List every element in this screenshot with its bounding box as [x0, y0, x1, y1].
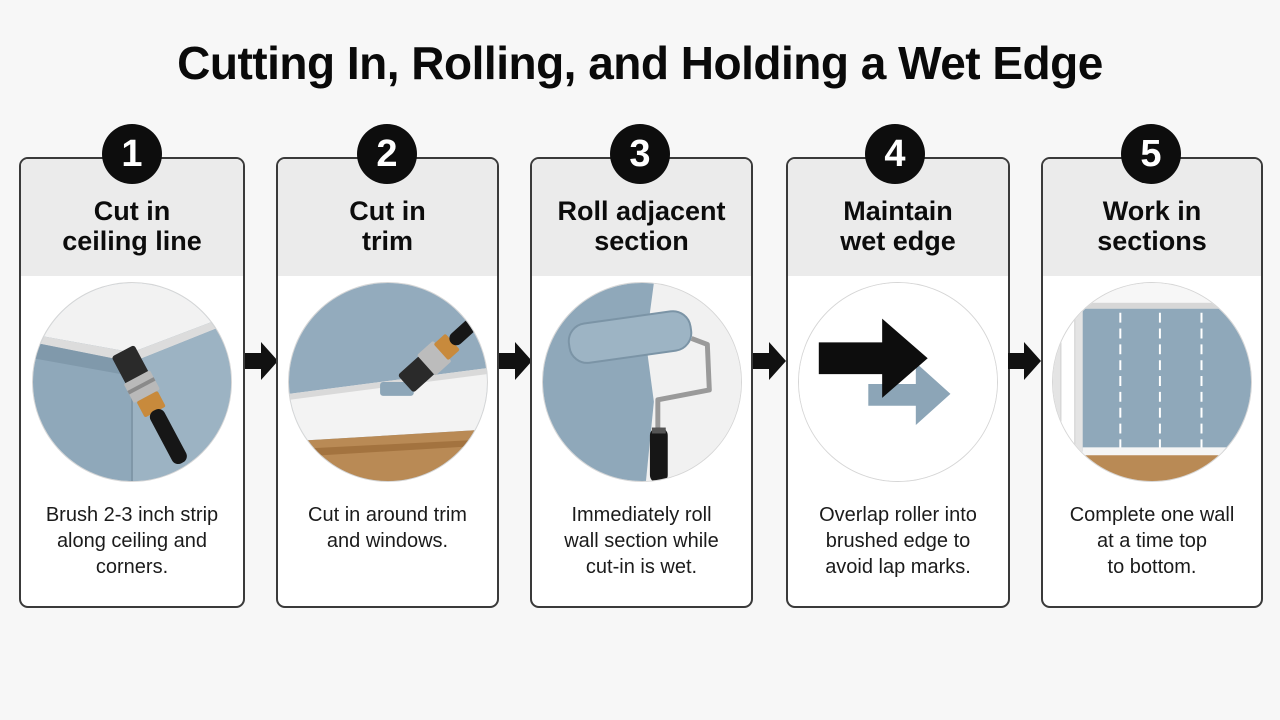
step-header: Work in sections: [1043, 159, 1261, 276]
wall-sections-icon: [1052, 282, 1252, 482]
step-number-badge: 4: [865, 124, 925, 184]
step-number-badge: 5: [1121, 124, 1181, 184]
paint-roller-icon: [541, 282, 742, 482]
step-card-1: Cut in ceiling line Brush 2-3 inch strip…: [19, 157, 245, 608]
step-card-2: Cut in trim Cut in around trim and windo…: [276, 157, 499, 608]
step-heading: Work in sections: [1097, 196, 1207, 256]
step-number-badge: 1: [102, 124, 162, 184]
step-card-5: Work in sections Complete one wall at a …: [1041, 157, 1263, 608]
brush-ceiling-icon: [32, 282, 232, 482]
step-heading: Roll adjacent section: [557, 196, 726, 256]
step-description: Brush 2-3 inch strip along ceiling and c…: [45, 504, 219, 578]
arrow-right-icon: [245, 340, 279, 382]
step-card-4: Maintain wet edge Overlap roller into br…: [786, 157, 1010, 608]
step-description: Cut in around trim and windows.: [308, 504, 467, 552]
arrow-right-icon: [499, 340, 533, 382]
step-number-badge: 2: [357, 124, 417, 184]
step-heading: Cut in ceiling line: [62, 196, 202, 256]
step-heading: Maintain wet edge: [840, 196, 956, 256]
step-description: Overlap roller into brushed edge to avoi…: [819, 504, 977, 578]
arrow-right-icon: [1008, 340, 1042, 382]
arrow-right-icon: [753, 340, 787, 382]
step-description: Complete one wall at a time top to botto…: [1069, 504, 1235, 578]
step-description: Immediately roll wall section while cut-…: [564, 504, 719, 578]
overlap-arrows-icon: [798, 282, 998, 482]
step-number-badge: 3: [610, 124, 670, 184]
step-heading: Cut in trim: [349, 196, 426, 256]
step-card-3: Roll adjacent section Immediately roll w…: [530, 157, 753, 608]
brush-trim-icon: [287, 282, 488, 482]
page-title: Cutting In, Rolling, and Holding a Wet E…: [177, 37, 1103, 89]
